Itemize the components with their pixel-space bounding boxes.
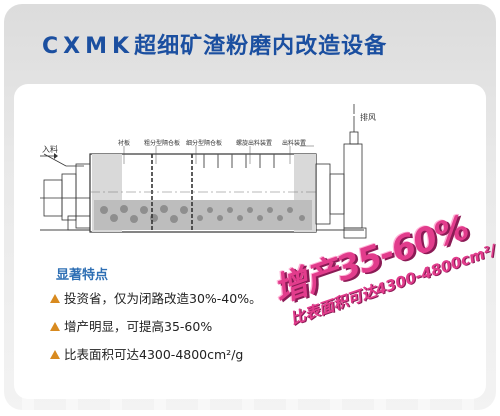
feature-item: 投资省，仅为闭路改造30%-40%。 — [50, 288, 262, 307]
mill-shell — [89, 153, 317, 233]
callout-coarse-partition: 粗分型隔仓板 — [144, 140, 181, 147]
triangle-bullet-icon — [50, 322, 60, 331]
product-panel: CXMK超细矿渣粉磨内改造设备 — [4, 4, 496, 410]
feature-text: 比表面积可达4300-4800cm²/g — [64, 347, 244, 362]
diagram-card — [14, 84, 486, 399]
decorative-streak — [4, 380, 496, 410]
inlet-label: 入料 — [42, 145, 58, 154]
triangle-bullet-icon — [50, 294, 60, 303]
feature-item: 比表面积可达4300-4800cm²/g — [50, 344, 243, 363]
feed-assembly — [40, 153, 94, 231]
outlet-label: 排风 — [360, 113, 376, 122]
feature-text: 增产明显，可提高35-60% — [64, 319, 213, 334]
callout-fine-partition: 细分型隔仓板 — [186, 140, 223, 147]
callout-screw-discharge: 螺旋出料装置 — [236, 140, 273, 147]
title-main: 超细矿渣粉磨内改造设备 — [134, 34, 388, 59]
callout-discharge: 出料装置 — [282, 140, 307, 147]
features-heading: 显著特点 — [56, 268, 109, 283]
callout-liner: 衬板 — [118, 140, 131, 147]
ball-mill-diagram — [40, 104, 367, 239]
page-title: CXMK超细矿渣粉磨内改造设备 — [42, 28, 387, 60]
title-prefix: CXMK — [42, 34, 135, 59]
feature-text: 投资省，仅为闭路改造30%-40%。 — [64, 291, 262, 306]
feature-item: 增产明显，可提高35-60% — [50, 316, 212, 335]
triangle-bullet-icon — [50, 350, 60, 359]
discharge-assembly — [315, 116, 367, 239]
